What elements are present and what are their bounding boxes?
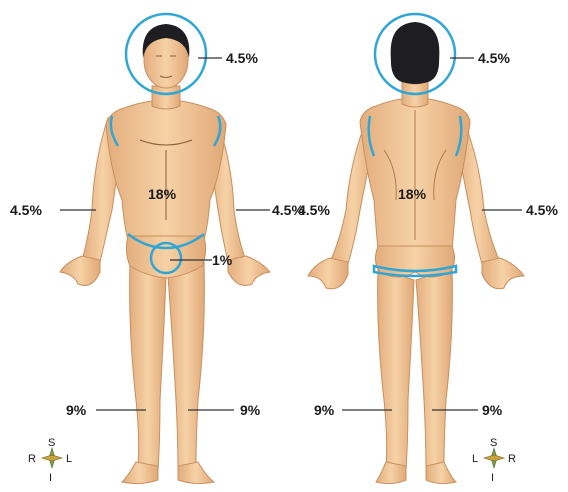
front-arm-left-label: 4.5% [10,202,42,218]
front-compass: S I R L [28,437,72,484]
back-leg-left-label: 9% [314,402,335,418]
back-compass-top: S [490,437,497,449]
front-compass-top: S [48,437,55,449]
back-trunk-label: 18% [398,186,427,202]
compass-star-icon [484,448,504,468]
back-leg-right-label: 9% [482,402,503,418]
front-compass-bottom: I [49,472,52,484]
back-compass-left: L [472,453,478,465]
front-compass-left: R [28,453,36,465]
compass-star-icon [42,448,62,468]
back-head-label: 4.5% [478,50,510,66]
front-leg-left-label: 9% [66,402,87,418]
back-arm-right-label: 4.5% [526,202,558,218]
back-compass: S I L R [472,437,516,484]
back-compass-right: R [508,453,516,465]
back-arm-left-label: 4.5% [298,202,330,218]
front-head-label: 4.5% [226,50,258,66]
front-body [60,32,270,484]
back-hair [391,22,440,84]
front-compass-right: L [66,453,72,465]
front-leg-right-label: 9% [240,402,261,418]
front-trunk-label: 18% [148,186,177,202]
front-genital-label: 1% [212,252,233,268]
back-compass-bottom: I [491,472,494,484]
